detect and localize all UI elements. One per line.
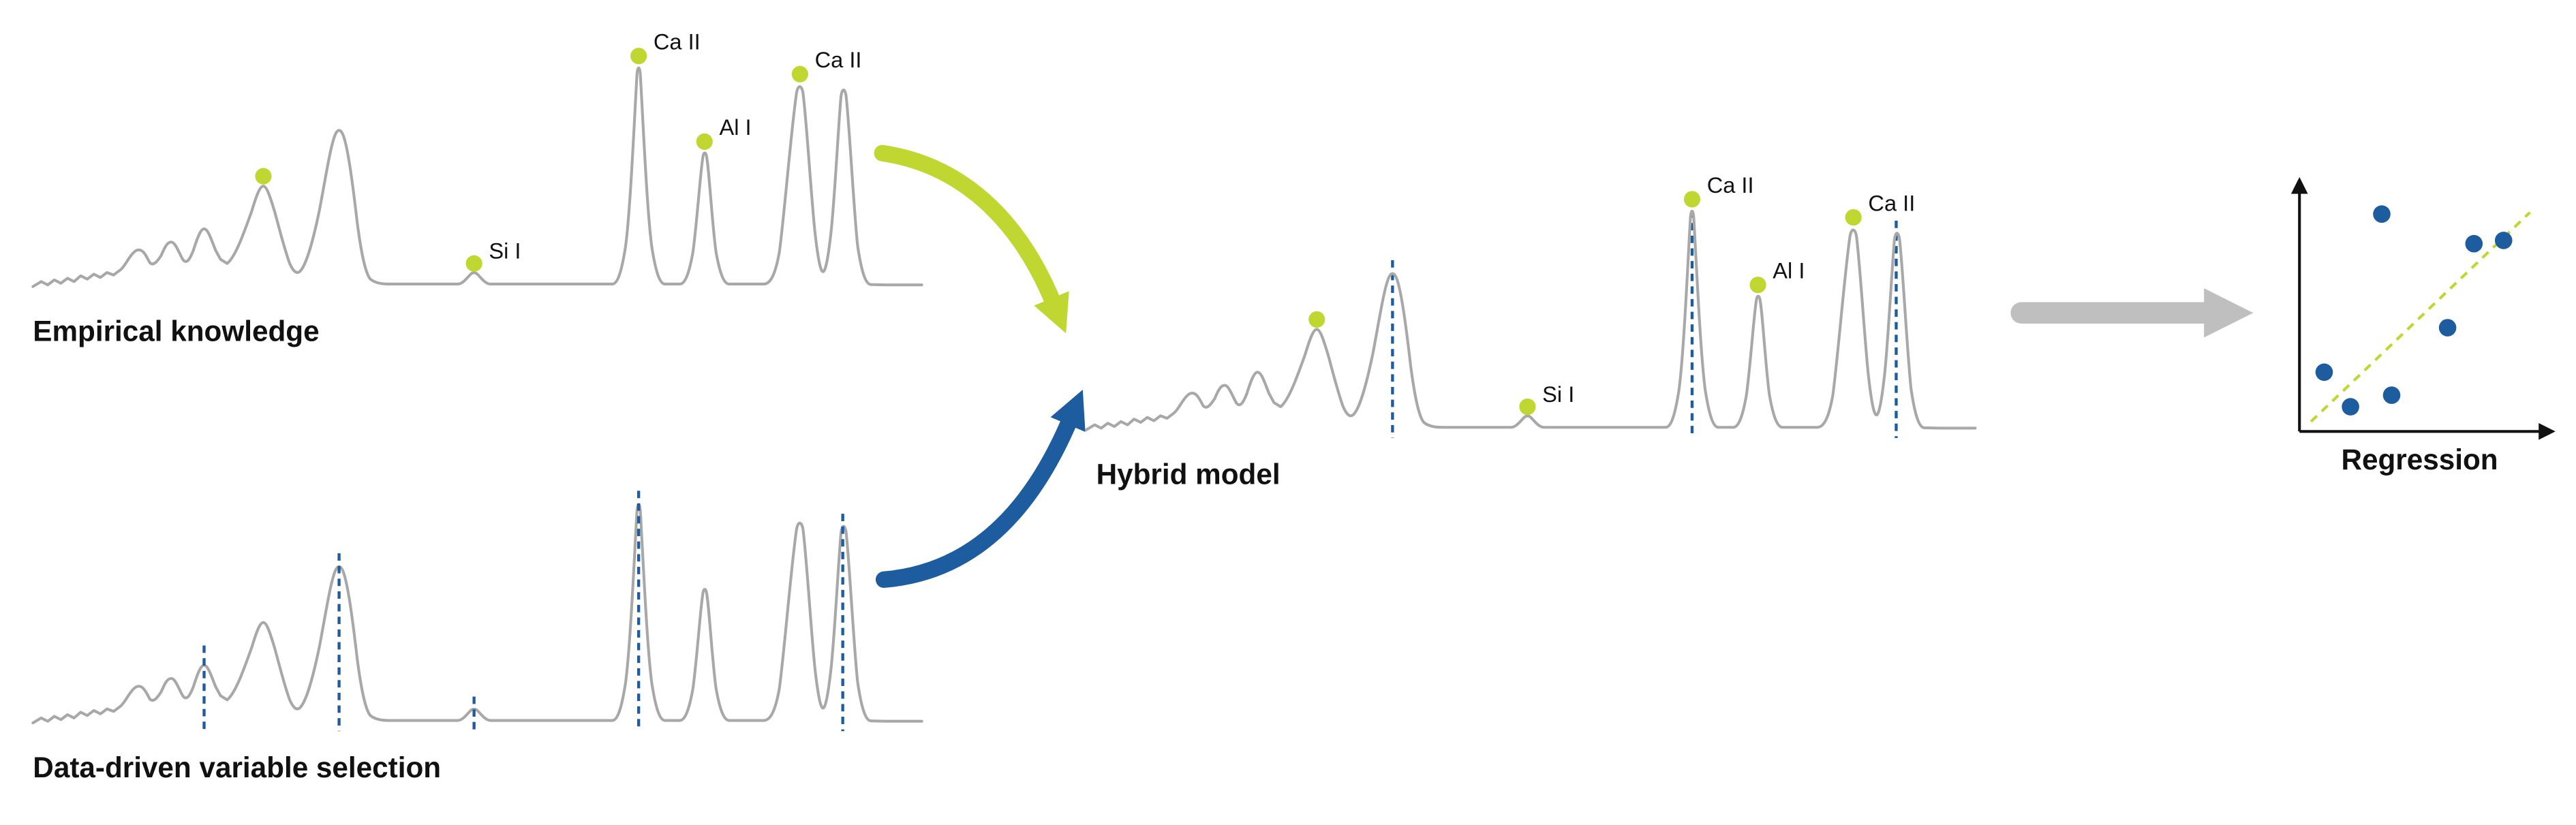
- data-driven-selection-lines: [202, 491, 844, 732]
- regression-title: Regression: [2341, 443, 2498, 476]
- data-point: [2342, 398, 2359, 416]
- hybrid-spectrum-curve: [1086, 211, 1975, 430]
- empirical-panel: Si I Ca II Al I Ca II Empirical knowledg…: [33, 29, 921, 347]
- peak-dot-ca2: [1845, 208, 1862, 226]
- peak-label-al: Al I: [1773, 258, 1805, 283]
- data-point: [2382, 386, 2401, 404]
- peak-label-ca2: Ca II: [1868, 190, 1915, 215]
- data-driven-to-hybrid-arrow: [875, 390, 1086, 588]
- peak-dot-si: [1519, 398, 1536, 416]
- flow-arrows: [874, 144, 2254, 588]
- regression-panel: Regression: [2290, 176, 2556, 476]
- peak-dot-al: [696, 133, 713, 150]
- data-driven-spectrum-curve: [33, 504, 921, 723]
- peak-dot: [255, 168, 272, 185]
- peak-label-ca1: Ca II: [654, 29, 701, 55]
- peak-dot-ca1: [1683, 191, 1701, 208]
- peak-dot-al: [1749, 277, 1766, 294]
- peak-label-ca1: Ca II: [1707, 172, 1754, 198]
- peak-dot-si: [465, 255, 482, 272]
- peak-dot-ca1: [630, 48, 647, 65]
- regression-fit-line: [2310, 211, 2531, 423]
- data-point: [2373, 205, 2391, 223]
- data-point: [2438, 319, 2457, 337]
- hybrid-peak-dots: [1308, 191, 1862, 416]
- peak-label-ca2: Ca II: [815, 47, 862, 72]
- empirical-to-hybrid-arrow: [874, 144, 1069, 334]
- data-point: [2315, 363, 2333, 382]
- peak-dot: [1308, 311, 1325, 328]
- data-driven-title: Data-driven variable selection: [33, 751, 441, 783]
- peak-label-al: Al I: [720, 114, 752, 140]
- data-driven-panel: Data-driven variable selection: [33, 491, 921, 783]
- data-point: [2494, 232, 2513, 249]
- regression-points: [2315, 205, 2513, 416]
- peak-label-si: Si I: [1542, 382, 1574, 407]
- data-point: [2465, 234, 2483, 253]
- hybrid-selection-lines: [1391, 198, 1898, 438]
- regression-axes: [2290, 176, 2556, 440]
- hybrid-panel: Si I Ca II Al I Ca II Hybrid model: [1086, 172, 1975, 491]
- empirical-title: Empirical knowledge: [33, 315, 319, 347]
- peak-dot-ca2: [791, 65, 808, 82]
- empirical-peak-dots: [255, 48, 808, 272]
- peak-label-si: Si I: [489, 238, 521, 263]
- hybrid-title: Hybrid model: [1097, 458, 1281, 491]
- empirical-spectrum-curve: [33, 68, 921, 287]
